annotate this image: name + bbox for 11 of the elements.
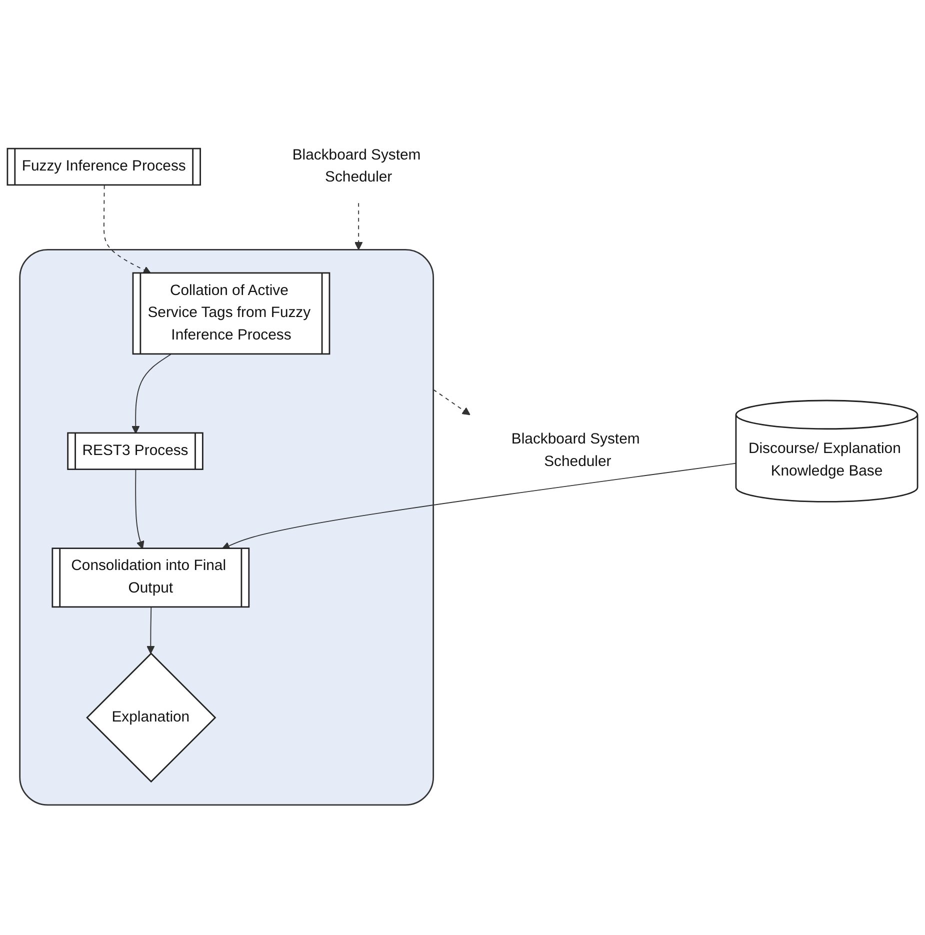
arrow — [432, 388, 470, 415]
arrow — [354, 202, 363, 250]
arrow — [146, 606, 155, 654]
node-text: Blackboard System Scheduler — [511, 431, 640, 470]
cluster — [19, 248, 434, 806]
node-diamond: Explanation — [86, 652, 216, 782]
arrow — [132, 354, 172, 434]
node-text: Blackboard System Scheduler — [292, 147, 421, 186]
arrow — [103, 184, 152, 274]
arrow — [222, 462, 736, 550]
arrow — [135, 469, 144, 549]
